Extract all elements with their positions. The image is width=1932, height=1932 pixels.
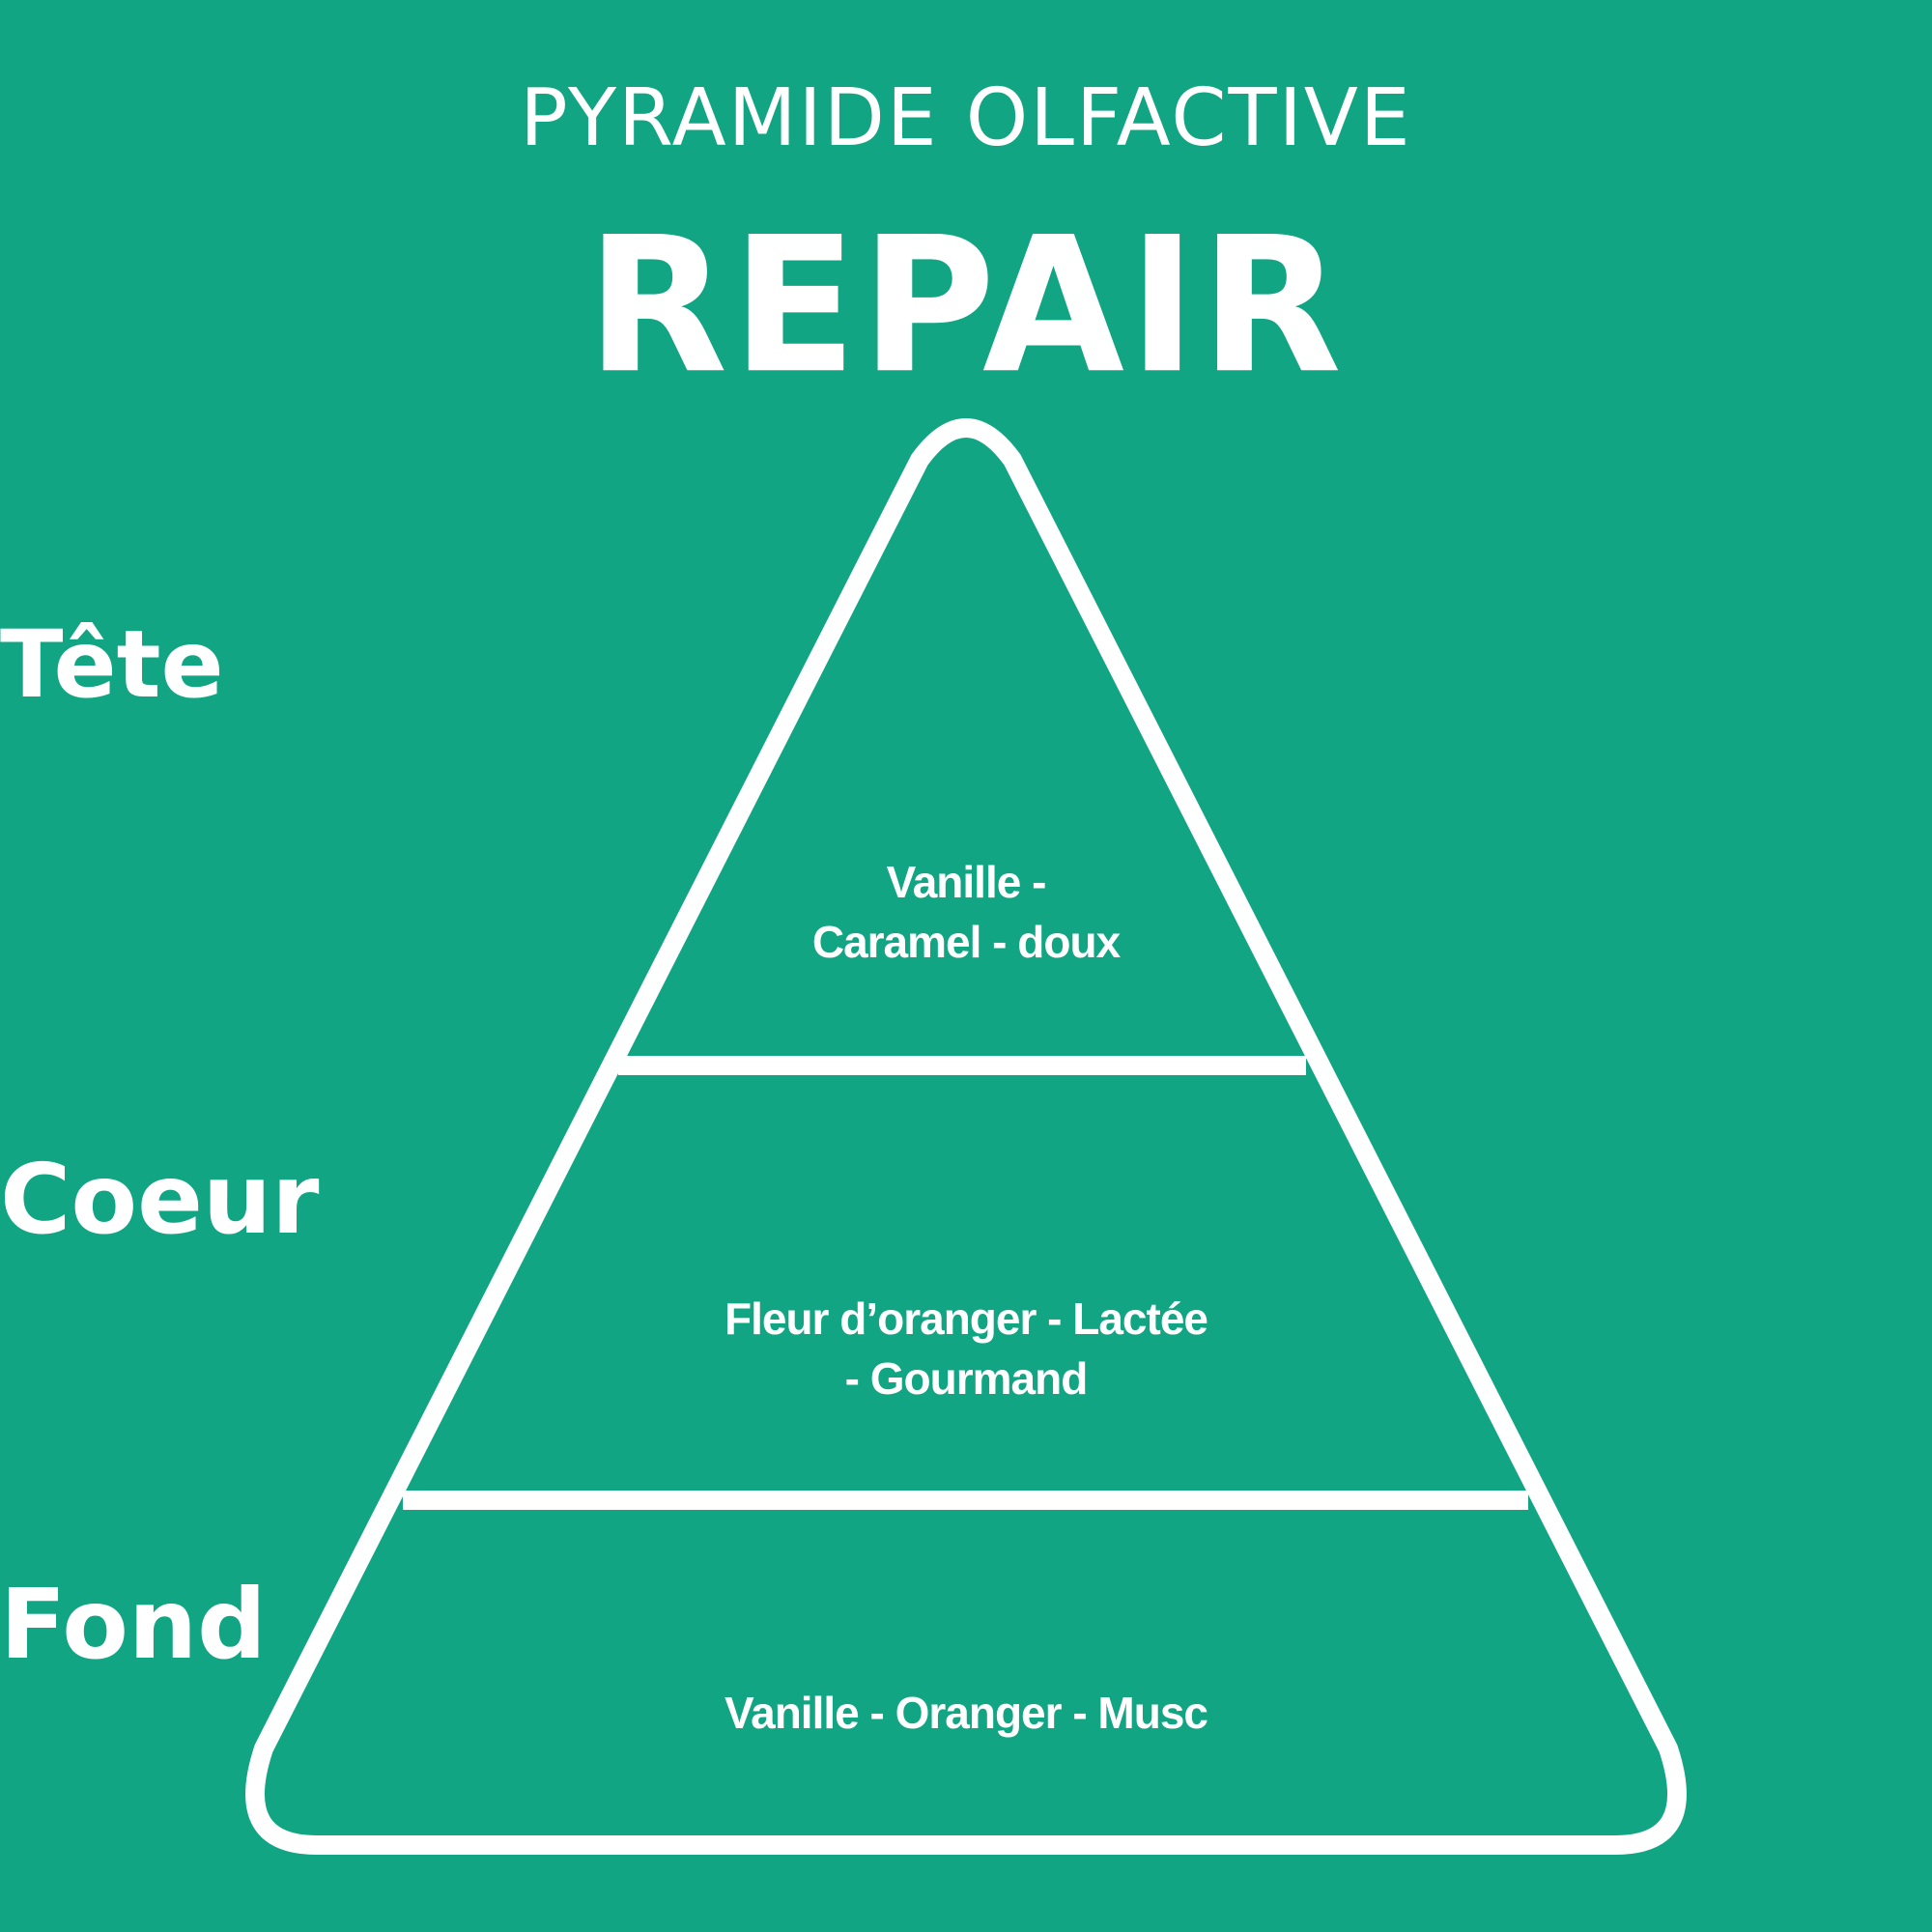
tier-top-heading: Tête	[0, 611, 224, 719]
product-title: REPAIR	[586, 196, 1346, 415]
tier-top-notes: Vanille - Caramel - doux	[0, 852, 1932, 972]
tier-base-notes: Vanille - Oranger - Musc	[0, 1683, 1932, 1743]
overtitle: PYRAMIDE OLFACTIVE	[520, 72, 1412, 164]
tier-top-notes-line2: Caramel - doux	[811, 917, 1121, 967]
tier-top-notes-line1: Vanille -	[886, 857, 1047, 907]
tier-middle-notes: Fleur d’oranger - Lactée - Gourmand	[0, 1289, 1932, 1408]
tier-base-notes-line1: Vanille - Oranger - Musc	[724, 1688, 1208, 1738]
tier-middle-notes-line2: - Gourmand	[844, 1353, 1089, 1404]
tier-middle-notes-line1: Fleur d’oranger - Lactée	[724, 1293, 1208, 1344]
tier-base-heading: Fond	[0, 1568, 267, 1681]
tier-middle-heading: Coeur	[0, 1143, 320, 1256]
pyramid-triangle	[245, 418, 1687, 1855]
